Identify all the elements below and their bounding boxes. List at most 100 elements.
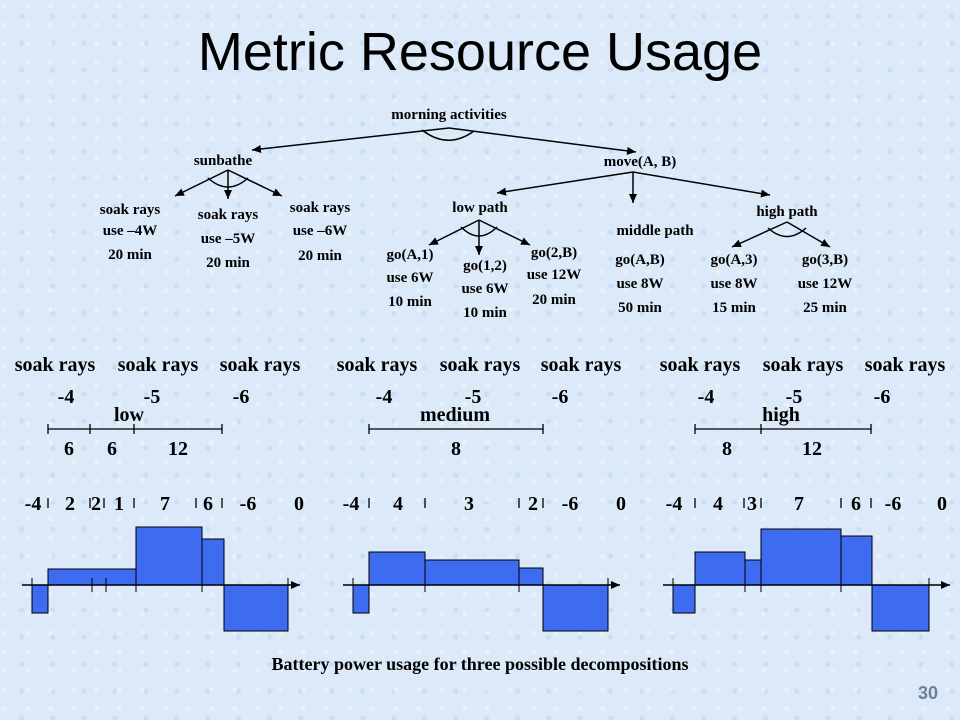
- svg-text:7: 7: [160, 493, 170, 515]
- svg-text:-6: -6: [240, 493, 257, 515]
- svg-text:soak rays: soak rays: [865, 354, 946, 376]
- svg-text:use –5W: use –5W: [201, 231, 256, 247]
- interval-brackets: [368, 424, 544, 508]
- svg-text:3: 3: [464, 493, 474, 515]
- svg-text:10 min: 10 min: [388, 294, 432, 310]
- svg-text:go(2,B): go(2,B): [531, 245, 577, 261]
- move-values-row: 8 12: [722, 438, 822, 460]
- svg-text:2: 2: [91, 493, 101, 515]
- svg-text:50 min: 50 min: [618, 300, 662, 316]
- bar: [135, 526, 203, 586]
- svg-text:use 6W: use 6W: [461, 281, 508, 297]
- svg-text:0: 0: [616, 493, 626, 515]
- node-go-2b: go(2,B) use 12W 20 min: [527, 245, 582, 308]
- svg-text:-6: -6: [874, 386, 891, 408]
- svg-text:soak rays: soak rays: [198, 207, 259, 223]
- bar: [201, 538, 225, 586]
- bar: [542, 584, 609, 632]
- bar: [31, 584, 49, 614]
- svg-text:8: 8: [451, 438, 461, 460]
- svg-text:2: 2: [65, 493, 75, 515]
- svg-text:go(3,B): go(3,B): [802, 252, 848, 268]
- node-middle-path: middle path: [616, 223, 694, 239]
- svg-text:6: 6: [107, 438, 117, 460]
- svg-text:-5: -5: [465, 386, 482, 408]
- move-values-row: 6 6 12: [64, 438, 188, 460]
- bar: [871, 584, 930, 632]
- bar: [223, 584, 289, 632]
- move-values-row: 8: [451, 438, 461, 460]
- bar: [694, 551, 746, 586]
- svg-text:soak rays: soak rays: [100, 202, 161, 218]
- svg-text:use 8W: use 8W: [616, 276, 663, 292]
- svg-text:-6: -6: [562, 493, 579, 515]
- node-go-12: go(1,2) use 6W 10 min: [461, 258, 508, 321]
- svg-text:use –6W: use –6W: [293, 223, 348, 239]
- svg-text:10 min: 10 min: [463, 305, 507, 321]
- panel-high: soak rays soak rays soak rays -4 -5 -6 h…: [660, 354, 950, 632]
- svg-text:20 min: 20 min: [108, 247, 152, 263]
- svg-text:6: 6: [851, 493, 861, 515]
- panel-medium: soak rays soak rays soak rays -4 -5 -6 m…: [337, 354, 626, 632]
- soak-labels-row: soak rays soak rays soak rays: [337, 354, 622, 376]
- axis-labels-row: -4 2 2 1 7 6 -6 0: [25, 493, 304, 515]
- node-sunbathe: sunbathe: [194, 153, 253, 169]
- svg-text:use –4W: use –4W: [103, 223, 158, 239]
- node-low-path: low path: [452, 200, 508, 216]
- svg-text:-4: -4: [343, 493, 360, 515]
- svg-text:3: 3: [747, 493, 757, 515]
- interval-brackets: [47, 424, 223, 508]
- svg-text:20 min: 20 min: [532, 292, 576, 308]
- svg-text:soak rays: soak rays: [220, 354, 301, 376]
- svg-text:soak rays: soak rays: [15, 354, 96, 376]
- svg-text:12: 12: [168, 438, 188, 460]
- svg-text:-5: -5: [144, 386, 161, 408]
- svg-text:4: 4: [393, 493, 403, 515]
- svg-text:soak rays: soak rays: [763, 354, 844, 376]
- svg-text:6: 6: [64, 438, 74, 460]
- node-move: move(A, B): [604, 154, 676, 170]
- soak-labels-row: soak rays soak rays soak rays: [15, 354, 301, 376]
- svg-text:go(A,1): go(A,1): [386, 247, 433, 263]
- figure-caption: Battery power usage for three possible d…: [271, 654, 689, 674]
- axis-labels-row: -4 4 3 2 -6 0: [343, 493, 626, 515]
- svg-text:soak rays: soak rays: [660, 354, 741, 376]
- svg-text:8: 8: [722, 438, 732, 460]
- svg-text:use 6W: use 6W: [386, 270, 433, 286]
- svg-text:use 12W: use 12W: [527, 267, 582, 283]
- bar: [760, 528, 842, 586]
- soak-values-row: -4 -5 -6: [58, 386, 250, 408]
- node-go-a1: go(A,1) use 6W 10 min: [386, 247, 433, 310]
- bar: [518, 567, 544, 586]
- svg-text:2: 2: [528, 493, 538, 515]
- power-usage-chart: [22, 526, 300, 632]
- bar: [352, 584, 370, 614]
- svg-text:-6: -6: [233, 386, 250, 408]
- axis-labels-row: -4 4 3 7 6 -6 0: [666, 493, 947, 515]
- svg-text:12: 12: [802, 438, 822, 460]
- svg-text:25 min: 25 min: [803, 300, 847, 316]
- task-tree: [174, 127, 831, 255]
- svg-text:4: 4: [713, 493, 723, 515]
- node-go-3b: go(3,B) use 12W 25 min: [798, 252, 853, 316]
- svg-text:go(1,2): go(1,2): [463, 258, 507, 274]
- svg-text:go(A,B): go(A,B): [615, 252, 665, 268]
- bar: [840, 535, 873, 586]
- svg-text:-4: -4: [25, 493, 42, 515]
- svg-text:-6: -6: [885, 493, 902, 515]
- node-soak-1: soak rays use –4W 20 min: [100, 202, 161, 263]
- svg-text:soak rays: soak rays: [337, 354, 418, 376]
- svg-text:15 min: 15 min: [712, 300, 756, 316]
- interval-brackets: [694, 424, 872, 508]
- bar: [424, 559, 520, 586]
- panel-low: soak rays soak rays soak rays -4 -5 -6 l…: [15, 354, 304, 632]
- bar: [672, 584, 696, 614]
- svg-text:use 12W: use 12W: [798, 276, 853, 292]
- svg-text:-4: -4: [376, 386, 393, 408]
- power-usage-chart: [343, 551, 620, 632]
- svg-text:soak rays: soak rays: [440, 354, 521, 376]
- node-high-path: high path: [756, 204, 818, 220]
- svg-text:0: 0: [937, 493, 947, 515]
- svg-text:soak rays: soak rays: [290, 200, 351, 216]
